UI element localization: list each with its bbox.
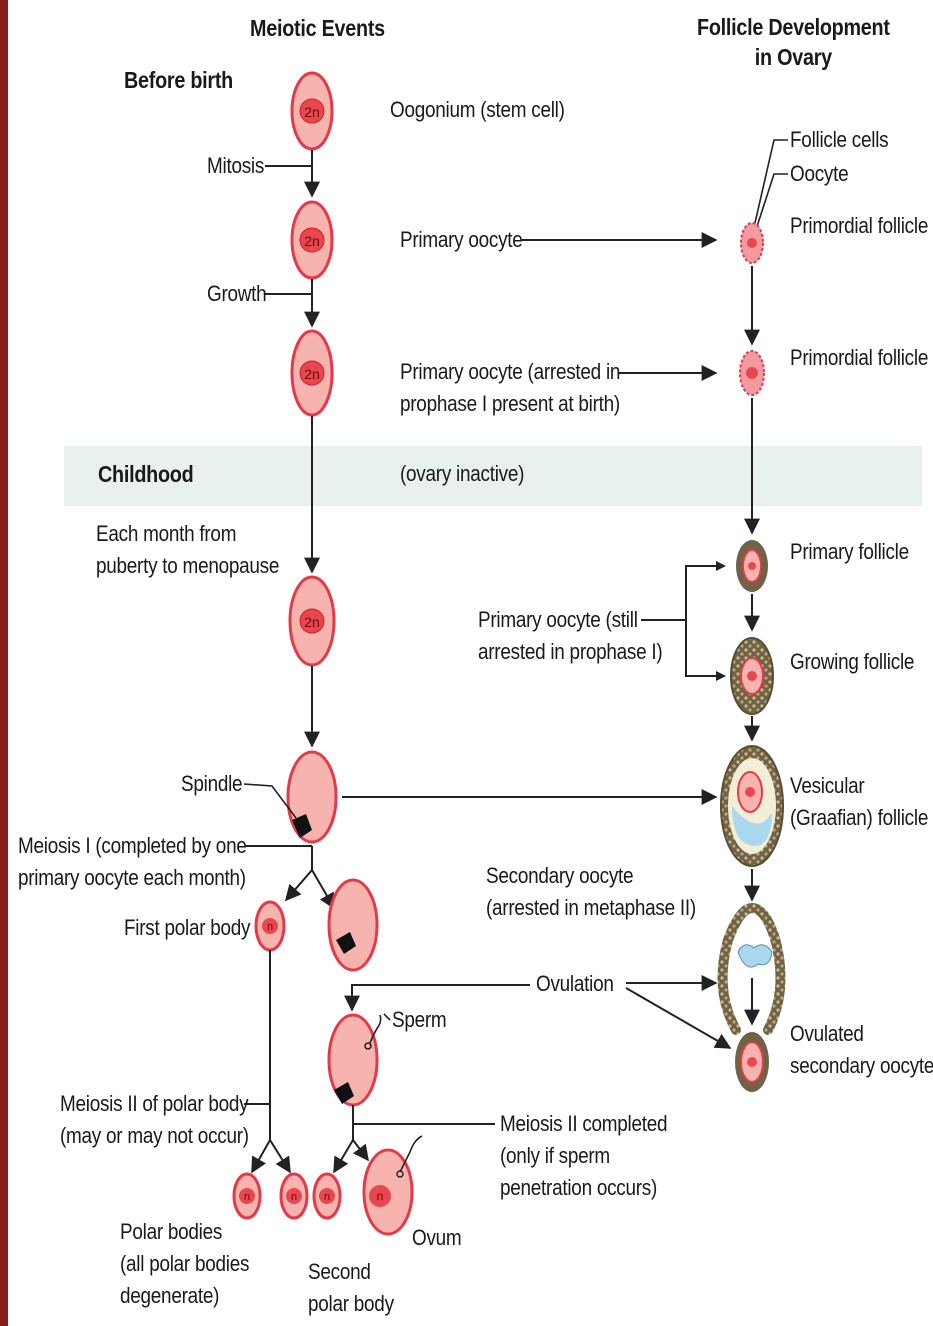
meiotic-events-header: Meiotic Events bbox=[250, 12, 385, 44]
svg-text:2n: 2n bbox=[304, 366, 320, 382]
meiosis-i-cell bbox=[288, 752, 336, 842]
svg-text:n: n bbox=[291, 1191, 297, 1203]
svg-text:n: n bbox=[244, 1191, 250, 1203]
ovum-cell: n bbox=[364, 1136, 422, 1234]
growing-follicle-label: Growing follicle bbox=[790, 646, 914, 678]
childhood-label: Childhood bbox=[98, 458, 193, 490]
primordial-follicle-label-2: Primordial follicle bbox=[790, 342, 928, 374]
first-polar-body-label: First polar body bbox=[124, 912, 250, 944]
left-edge-bar bbox=[0, 0, 8, 1326]
growing-follicle bbox=[731, 638, 773, 714]
primary-oocyte-arrested-label: Primary oocyte (arrested in prophase I p… bbox=[400, 356, 620, 420]
primary-oocyte-cell-1: 2n bbox=[292, 202, 332, 278]
sperm-label: Sperm bbox=[392, 1004, 446, 1036]
primary-oocyte-cell-3: 2n bbox=[290, 577, 334, 665]
primary-oocyte-still-label: Primary oocyte (still arrested in propha… bbox=[478, 604, 662, 668]
meiosis-i-label: Meiosis I (completed by one primary oocy… bbox=[18, 830, 247, 894]
primordial-follicle-2 bbox=[740, 351, 764, 395]
meiosis-ii-polar-label: Meiosis II of polar body (may or may not… bbox=[60, 1088, 249, 1152]
svg-text:n: n bbox=[267, 921, 273, 933]
primary-oocyte-cell-2: 2n bbox=[292, 331, 332, 415]
svg-text:n: n bbox=[377, 1189, 384, 1203]
polar-body-1: n bbox=[234, 1174, 260, 1218]
growth-label: Growth bbox=[207, 278, 266, 310]
second-polar-body-label: Second polar body bbox=[308, 1256, 394, 1320]
spindle-label: Spindle bbox=[181, 768, 242, 800]
meiosis-ii-completed-label: Meiosis II completed (only if sperm pene… bbox=[500, 1108, 667, 1204]
primordial-follicle-1 bbox=[741, 223, 763, 263]
monthly-label: Each month from puberty to menopause bbox=[96, 518, 279, 582]
ovulated-oocyte bbox=[735, 1032, 769, 1092]
polar-body-2: n bbox=[281, 1174, 307, 1218]
before-birth-label: Before birth bbox=[124, 64, 233, 96]
secondary-oocyte-cell bbox=[329, 880, 377, 970]
ovulation-label: Ovulation bbox=[536, 968, 614, 1000]
secondary-oocyte-label: Secondary oocyte (arrested in metaphase … bbox=[486, 860, 696, 924]
svg-text:2n: 2n bbox=[304, 104, 320, 120]
vesicular-follicle bbox=[721, 746, 783, 866]
primary-follicle-label: Primary follicle bbox=[790, 536, 909, 568]
primary-oocyte-label: Primary oocyte bbox=[400, 224, 523, 256]
first-polar-body-cell: n bbox=[256, 902, 284, 950]
ovum-label: Ovum bbox=[412, 1222, 461, 1254]
vesicular-follicle-label: Vesicular (Graafian) follicle bbox=[790, 770, 928, 834]
polar-bodies-label: Polar bodies (all polar bodies degenerat… bbox=[120, 1216, 249, 1312]
follicle-cells-label: Follicle cells bbox=[790, 124, 888, 156]
fertilizing-oocyte-cell bbox=[329, 1015, 381, 1105]
svg-text:2n: 2n bbox=[304, 614, 320, 630]
follicle-development-header: Follicle Development in Ovary bbox=[697, 12, 890, 72]
oogonium-cell: 2n bbox=[292, 73, 332, 149]
svg-text:n: n bbox=[324, 1191, 330, 1203]
svg-text:2n: 2n bbox=[304, 233, 320, 249]
primordial-follicle-label-1: Primordial follicle bbox=[790, 210, 928, 242]
second-polar-body-cell: n bbox=[314, 1174, 340, 1218]
oocyte-label: Oocyte bbox=[790, 158, 848, 190]
ovary-inactive-label: (ovary inactive) bbox=[400, 458, 524, 490]
ovulated-oocyte-label: Ovulated secondary oocyte bbox=[790, 1018, 933, 1082]
primary-follicle bbox=[736, 540, 768, 592]
mitosis-label: Mitosis bbox=[207, 150, 264, 182]
oogonium-label: Oogonium (stem cell) bbox=[390, 94, 565, 126]
